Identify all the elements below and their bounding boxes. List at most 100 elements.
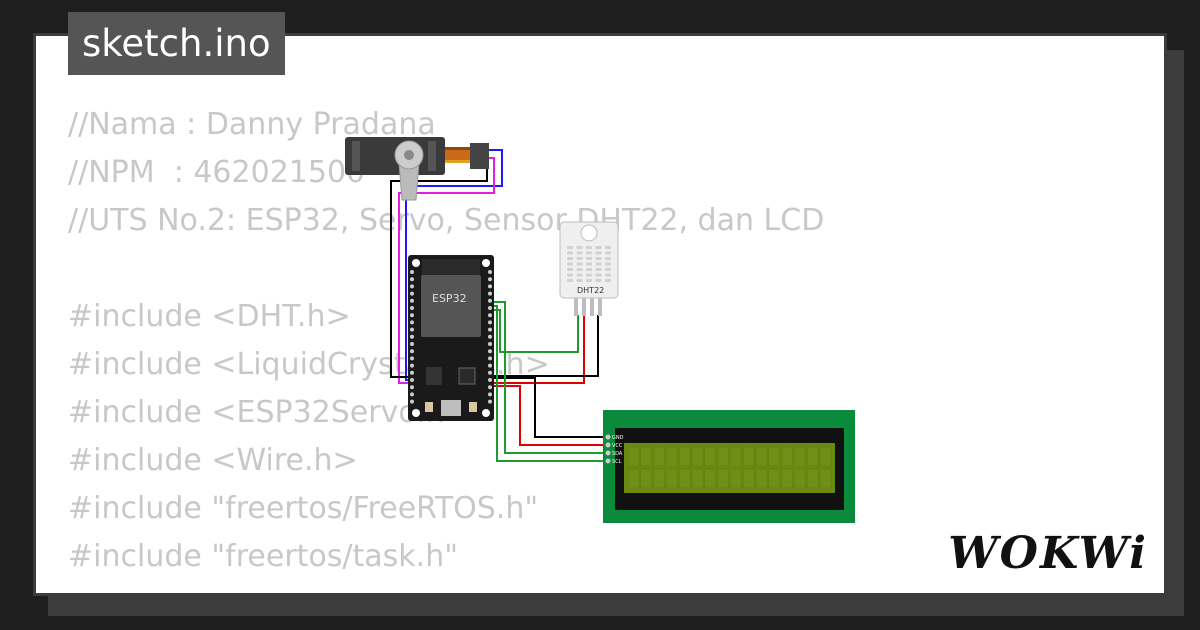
dht-vent [605, 257, 611, 260]
lcd-cell [806, 468, 819, 489]
lcd-pin-sda: SDA [612, 451, 623, 457]
esp32-pin [488, 298, 492, 303]
lcd-cell [730, 468, 742, 489]
esp32-pin [488, 385, 492, 390]
esp32-pin [410, 313, 414, 318]
esp32-pin [488, 370, 492, 375]
dht-vent [567, 257, 573, 260]
esp32-board[interactable]: ESP32 [408, 255, 494, 421]
esp32-pin [410, 327, 414, 332]
lcd-cell [819, 468, 832, 489]
esp32-pin [488, 356, 492, 361]
lcd-cell [653, 446, 665, 467]
esp32-pin [488, 284, 492, 289]
esp32-pin [488, 334, 492, 339]
lcd-cell [704, 468, 717, 489]
lcd-cell [717, 468, 729, 489]
esp32-pin [410, 277, 414, 282]
esp32-pin [488, 277, 492, 282]
lcd-cell [768, 468, 781, 489]
esp32-pin [410, 320, 414, 325]
esp32-label: ESP32 [432, 292, 467, 305]
dht-vent [605, 273, 611, 277]
esp32-pin [488, 320, 492, 325]
esp32-pin [488, 399, 492, 404]
esp32-pin [410, 363, 414, 368]
lcd-cell [666, 468, 678, 489]
esp32-pin [488, 342, 492, 346]
dht-vent [576, 262, 583, 266]
lcd-cell [691, 446, 704, 467]
esp32-pin [410, 356, 414, 361]
lcd-cell [678, 446, 691, 467]
esp32-pin [488, 378, 492, 382]
dht-vent [595, 257, 602, 260]
code-line: #include <Wire.h> [68, 443, 358, 478]
lcd-cell [627, 446, 640, 467]
lcd-cell [691, 468, 704, 489]
lcd-cell [794, 446, 806, 467]
dht-vent [567, 262, 573, 266]
wire-magenta [398, 157, 495, 384]
wire-black-lcd [492, 377, 606, 438]
esp32-pin [410, 284, 414, 289]
esp32-pin [488, 306, 492, 310]
dht-vent [586, 251, 592, 255]
lcd-cell [678, 468, 691, 489]
dht-vent [595, 279, 602, 282]
dht-vent [595, 273, 602, 277]
code-line: //Nama : Danny Pradana [68, 107, 436, 142]
esp32-pin [410, 399, 414, 404]
wokwi-logo: WOKWi [948, 528, 1148, 579]
dht-vent [605, 246, 611, 249]
dht-vent [586, 279, 592, 282]
esp32-pins [410, 270, 492, 404]
code-line: #include "freertos/task.h" [68, 539, 458, 574]
lcd-display[interactable]: GND VCC SDA SCL [603, 410, 855, 523]
lcd-cell [742, 446, 755, 467]
dht-vent [586, 246, 592, 249]
dht-vent [586, 268, 592, 271]
esp32-pin [410, 298, 414, 303]
dht-vent [567, 246, 573, 249]
lcd-cell [742, 468, 755, 489]
file-tab-label: sketch.ino [82, 22, 271, 65]
servo-motor[interactable] [345, 137, 489, 201]
wire-red-dht [492, 315, 585, 384]
lcd-cell [768, 446, 781, 467]
esp32-pin [410, 270, 414, 274]
lcd-cell [666, 446, 678, 467]
wire-blue [405, 149, 503, 381]
dht-vent [605, 268, 611, 271]
lcd-cell [653, 468, 665, 489]
lcd-cell [781, 446, 793, 467]
esp32-pin [410, 306, 414, 310]
lcd-cell [781, 468, 793, 489]
dht-vent [595, 262, 602, 266]
dht-vent [595, 268, 602, 271]
code-line: //NPM : 462021500 [68, 155, 366, 190]
lcd-cell [640, 468, 653, 489]
wire-green-sda [492, 301, 606, 454]
code-line: #include <DHT.h> [68, 299, 351, 334]
esp32-pin [410, 342, 414, 346]
dht-vent [567, 251, 573, 255]
lcd-cell [794, 468, 806, 489]
esp32-pin [410, 349, 414, 354]
dht-vent [576, 257, 583, 260]
dht-vent [576, 251, 583, 255]
esp32-pin [410, 291, 414, 296]
lcd-cell [755, 446, 768, 467]
dht22-sensor[interactable]: DHT22 [559, 221, 619, 316]
dht-label: DHT22 [577, 286, 604, 295]
file-tab[interactable]: sketch.ino [68, 12, 285, 75]
dht-vent [605, 251, 611, 255]
esp32-pin [488, 392, 492, 397]
lcd-cell [640, 446, 653, 467]
esp32-pin [488, 327, 492, 332]
esp32-pin [488, 363, 492, 368]
dht-vent [605, 262, 611, 266]
wire-black-dht [492, 315, 599, 377]
lcd-cell [627, 468, 640, 489]
